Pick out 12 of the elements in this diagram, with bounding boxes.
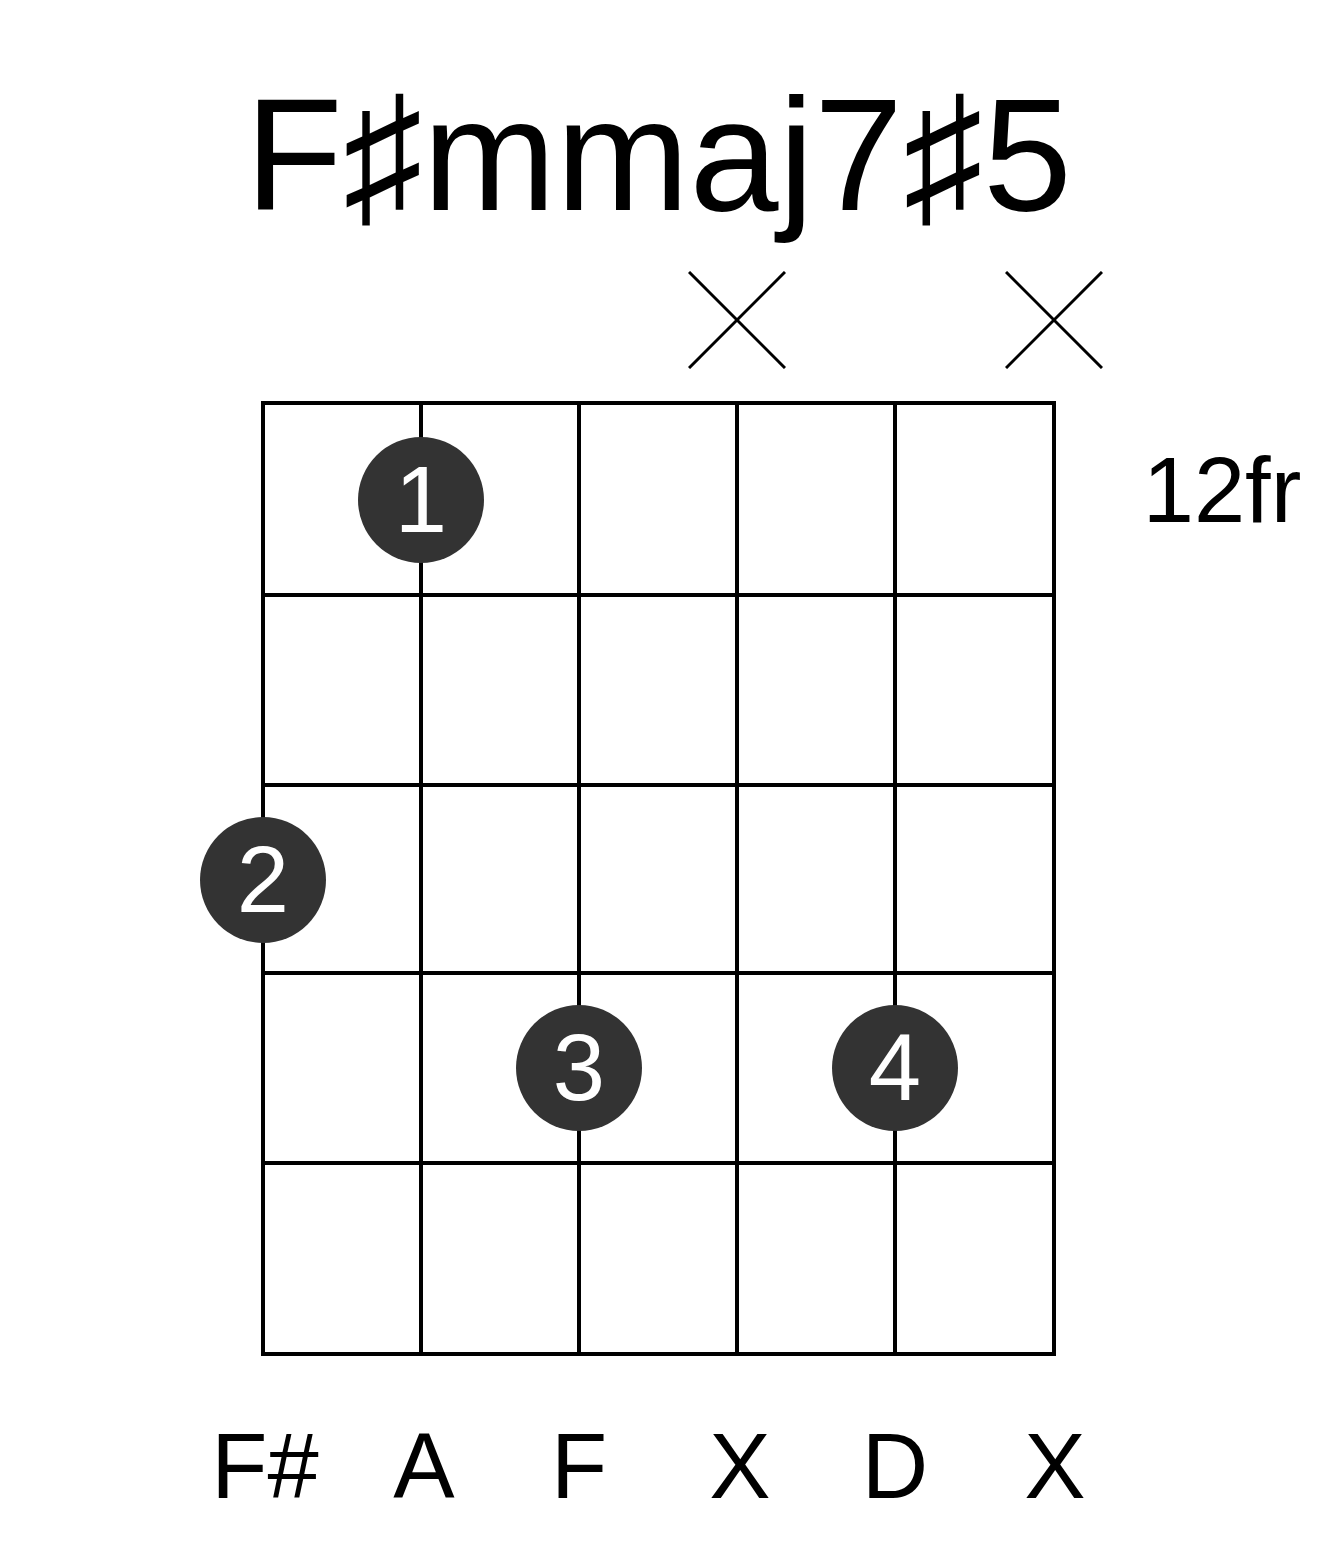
finger-number: 4: [868, 1021, 922, 1115]
note-label: X: [1024, 1420, 1086, 1512]
chord-title: F♯mmaj7♯5: [244, 64, 1073, 246]
note-label: D: [861, 1420, 929, 1512]
note-label: A: [393, 1420, 455, 1512]
note-label: F#: [211, 1420, 319, 1512]
note-label: X: [709, 1420, 771, 1512]
finger-number: 1: [394, 453, 448, 547]
fret-number-label: 12fr: [1142, 444, 1302, 536]
finger-number: 2: [236, 833, 290, 927]
finger-number: 3: [552, 1021, 606, 1115]
note-label: F: [550, 1420, 608, 1512]
